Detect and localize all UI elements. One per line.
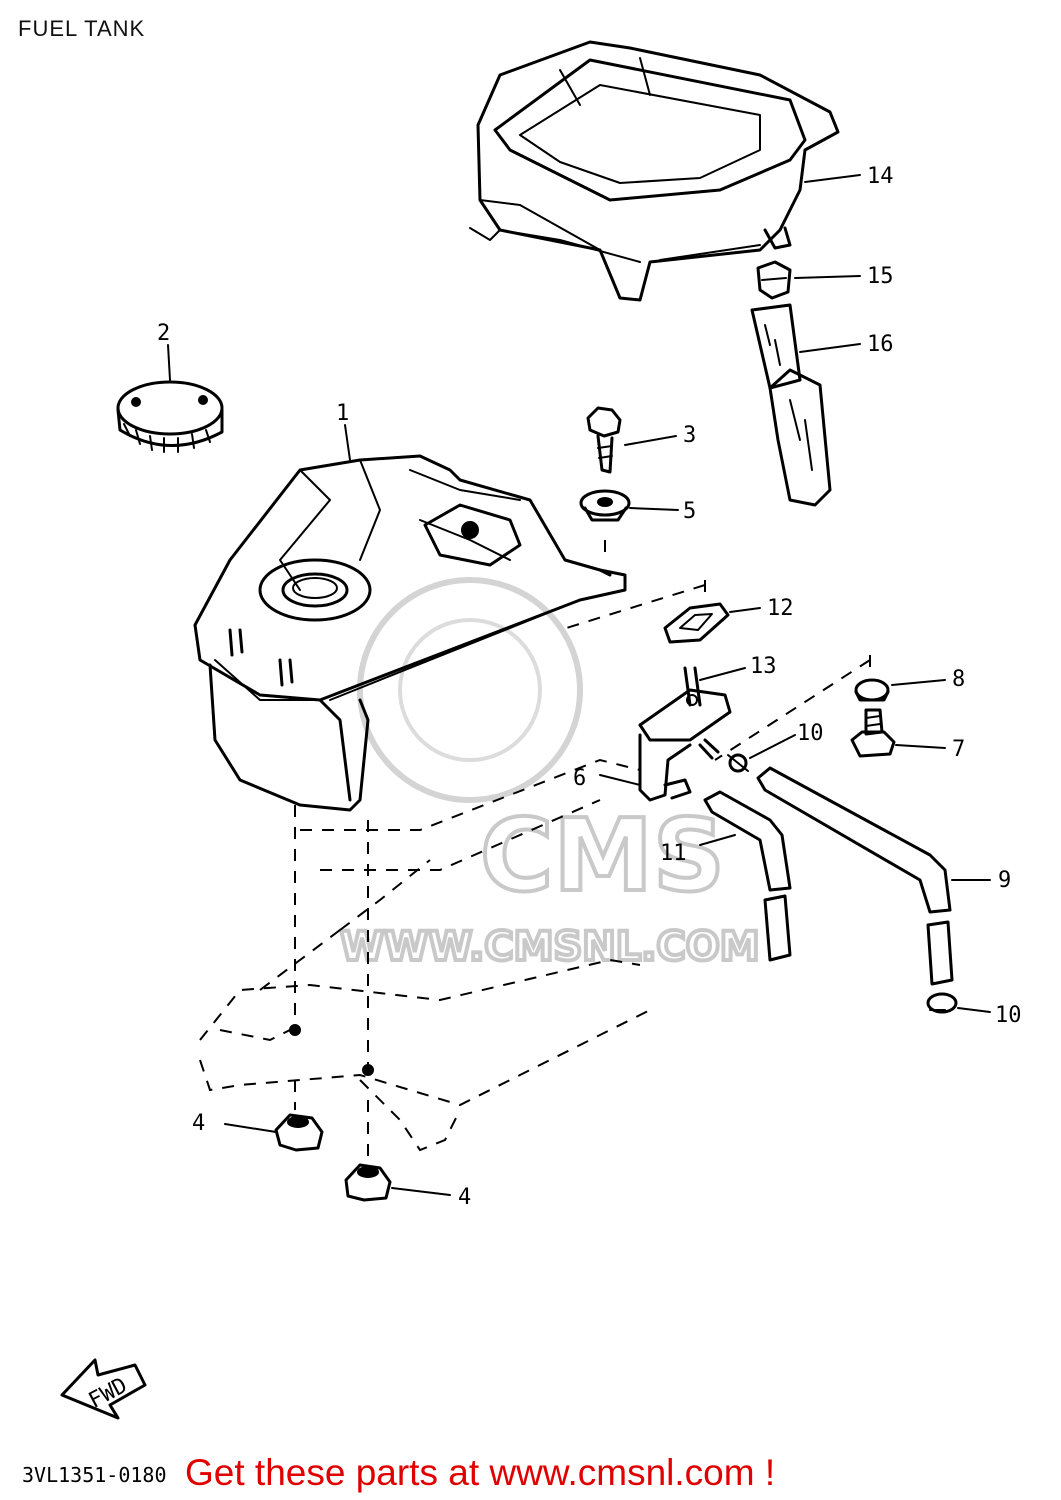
frame-outline [199,540,871,1160]
callout-16: 16 [867,332,894,357]
callout-leaders [167,174,991,1196]
part-3-bolt [586,406,622,474]
callout-8: 8 [952,667,965,692]
callout-15: 15 [867,264,894,289]
part-14-storage-box [469,40,840,302]
cms-watermark: CMS WWW.CMSNL.COM [338,577,762,972]
callout-13: 13 [750,654,777,679]
callout-1: 1 [336,401,349,426]
callout-14: 14 [867,164,894,189]
callout-numbers: 2 1 3 5 4 4 6 7 8 9 10 10 11 12 13 14 15… [157,164,1022,1210]
part-10-clip-lower [926,992,958,1014]
footer-cta-link[interactable]: Get these parts at www.cmsnl.com ! [185,1452,776,1493]
callout-10-upper: 10 [797,721,824,746]
callout-10-lower: 10 [995,1003,1022,1028]
part-16-hose [750,303,832,507]
callout-5: 5 [683,499,696,524]
diagram-title: FUEL TANK [18,16,146,41]
watermark-url: WWW.CMSNL.COM [340,924,760,970]
part-6-fuel-cock [638,666,732,802]
part-8-washer [854,678,890,702]
part-5-grommet [579,489,631,522]
part-4-nut-left [274,1113,324,1152]
part-7-bolt [850,708,896,758]
watermark-brand: CMS [480,797,725,914]
callout-12: 12 [767,596,794,621]
part-4-nut-right [344,1163,392,1202]
part-15-fitting [756,260,792,300]
callout-4-right: 4 [458,1185,471,1210]
callout-2: 2 [157,321,170,346]
callout-3: 3 [683,423,696,448]
forward-direction-arrow: FWD [60,1358,147,1420]
part-2-fuel-cap [116,380,224,453]
part-1-fuel-tank [193,454,627,812]
part-12-gasket [663,602,730,644]
callout-4-left: 4 [192,1111,205,1136]
callout-11: 11 [660,841,687,866]
part-10-clip-upper [727,753,749,773]
callout-9: 9 [998,868,1011,893]
callout-7: 7 [952,737,965,762]
diagram-code: 3VL1351-0180 [22,1463,167,1487]
callout-6: 6 [573,766,586,791]
part-9-hose [756,766,954,986]
part-11-hose [703,790,792,962]
